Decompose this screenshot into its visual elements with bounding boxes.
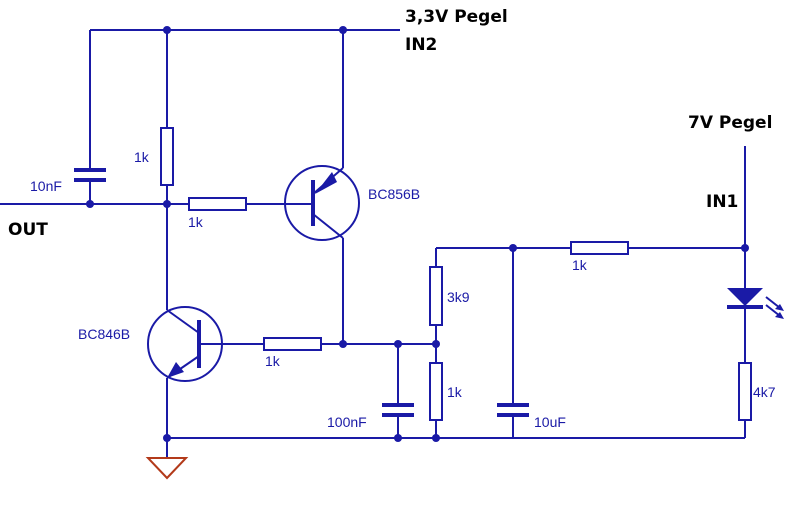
resistor-pnp-base-1k: [188, 197, 247, 211]
net-label-out: OUT: [8, 220, 48, 240]
label-r-input-1k: 1k: [572, 257, 588, 273]
capacitor-10nf: [74, 168, 106, 182]
label-r-pnp-base-1k: 1k: [188, 214, 204, 230]
label-q-bc846b: BC846B: [78, 326, 130, 342]
net-labels: 3,3V Pegel IN2 7V Pegel IN1 OUT: [8, 7, 772, 240]
capacitor-100nf: [382, 403, 414, 417]
wires: [0, 29, 746, 458]
net-label-in1: IN1: [706, 192, 738, 212]
ground-icon: [145, 457, 189, 480]
resistor-npn-base-1k: [263, 337, 322, 351]
net-label-7v-pegel: 7V Pegel: [688, 113, 772, 133]
resistor-top-1k: [160, 127, 174, 186]
net-label-3v3-pegel: 3,3V Pegel: [405, 7, 508, 27]
label-c-10uf: 10uF: [534, 414, 566, 430]
resistor-input-1k: [570, 241, 629, 255]
transistor-bc846b: [147, 306, 226, 382]
label-c-10nf: 10nF: [30, 178, 62, 194]
label-r-3k9: 3k9: [447, 289, 470, 305]
resistor-3k9: [429, 266, 443, 326]
net-label-in2: IN2: [405, 35, 437, 55]
resistor-divider-1k: [429, 362, 443, 421]
component-labels: 10nF 1k 1k BC856B BC846B 1k 3k9 1k 100nF…: [30, 149, 776, 430]
capacitor-10uf: [497, 403, 529, 417]
label-r-npn-base-1k: 1k: [265, 353, 281, 369]
label-c-100nf: 100nF: [327, 414, 367, 430]
label-r-div-1k: 1k: [447, 384, 463, 400]
label-r-top-1k: 1k: [134, 149, 150, 165]
resistor-4k7: [738, 362, 752, 421]
junction-dots: [86, 26, 749, 442]
label-q-bc856b: BC856B: [368, 186, 420, 202]
transistor-bc856b: [284, 165, 360, 241]
label-r-4k7: 4k7: [753, 384, 776, 400]
led-diode: [727, 288, 784, 319]
